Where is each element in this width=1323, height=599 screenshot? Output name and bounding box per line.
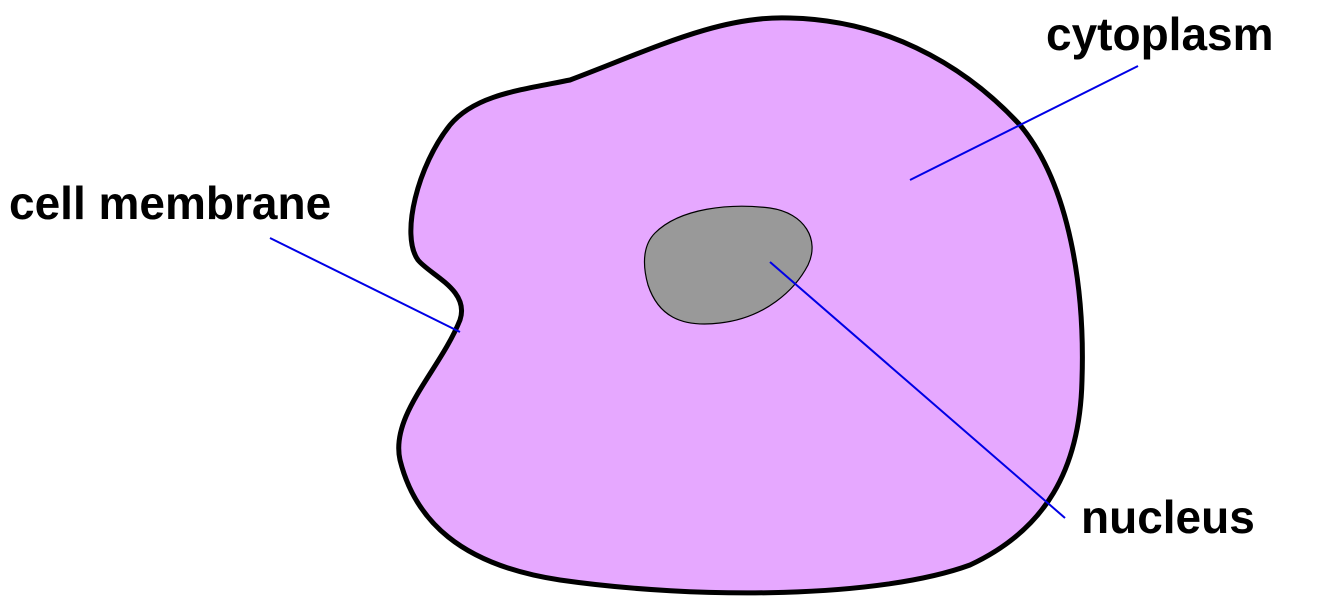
nucleus-label: nucleus <box>1081 494 1255 540</box>
cell-membrane-label: cell membrane <box>9 180 331 226</box>
cytoplasm-label: cytoplasm <box>1046 11 1274 57</box>
